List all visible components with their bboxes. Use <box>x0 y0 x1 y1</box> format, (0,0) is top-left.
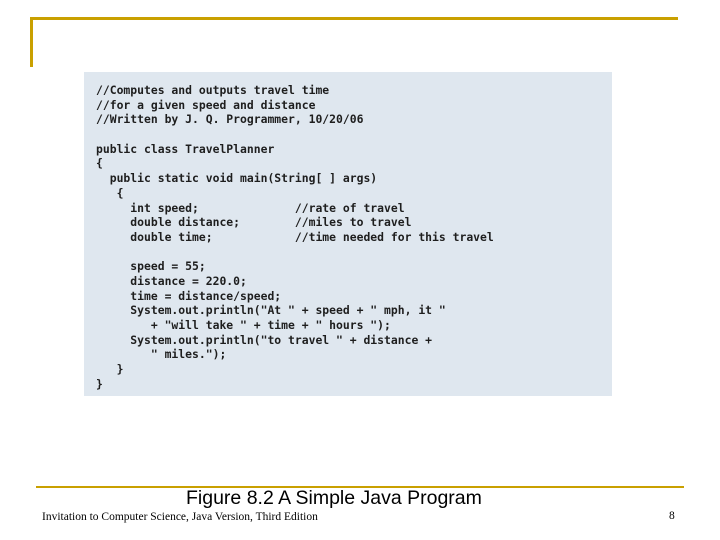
code-line <box>96 127 612 142</box>
footer-book-title: Invitation to Computer Science, Java Ver… <box>42 511 318 523</box>
top-accent-rule <box>30 17 678 20</box>
code-line: } <box>96 376 103 391</box>
code-line: { <box>96 156 103 171</box>
left-accent-rule <box>30 17 33 67</box>
code-line <box>96 245 612 260</box>
code-line: //Written by J. Q. Programmer, 10/20/06 <box>96 112 364 127</box>
code-line: System.out.println("At " + speed + " mph… <box>96 303 446 318</box>
code-line: time = distance/speed; <box>96 288 282 303</box>
code-line: double distance; //miles to travel <box>96 215 412 230</box>
code-line: System.out.println("to travel " + distan… <box>96 332 433 347</box>
code-listing-panel: //Computes and outputs travel time //for… <box>84 72 612 396</box>
code-line: //for a given speed and distance <box>96 97 316 112</box>
figure-caption: Figure 8.2 A Simple Java Program <box>186 487 482 509</box>
page-number: 8 <box>669 510 675 522</box>
footer-divider <box>36 486 684 488</box>
code-line: { <box>96 185 124 200</box>
code-line: double time; //time needed for this trav… <box>96 229 494 244</box>
code-line: } <box>96 362 124 377</box>
code-line: //Computes and outputs travel time <box>96 83 330 97</box>
code-line: int speed; //rate of travel <box>96 200 405 215</box>
code-line: speed = 55; <box>96 259 206 274</box>
code-line: public class TravelPlanner <box>96 141 275 156</box>
code-line: public static void main(String[ ] args) <box>96 171 378 186</box>
code-line: distance = 220.0; <box>96 273 247 288</box>
code-line: + "will take " + time + " hours "); <box>96 318 391 332</box>
code-line: " miles."); <box>96 347 227 362</box>
